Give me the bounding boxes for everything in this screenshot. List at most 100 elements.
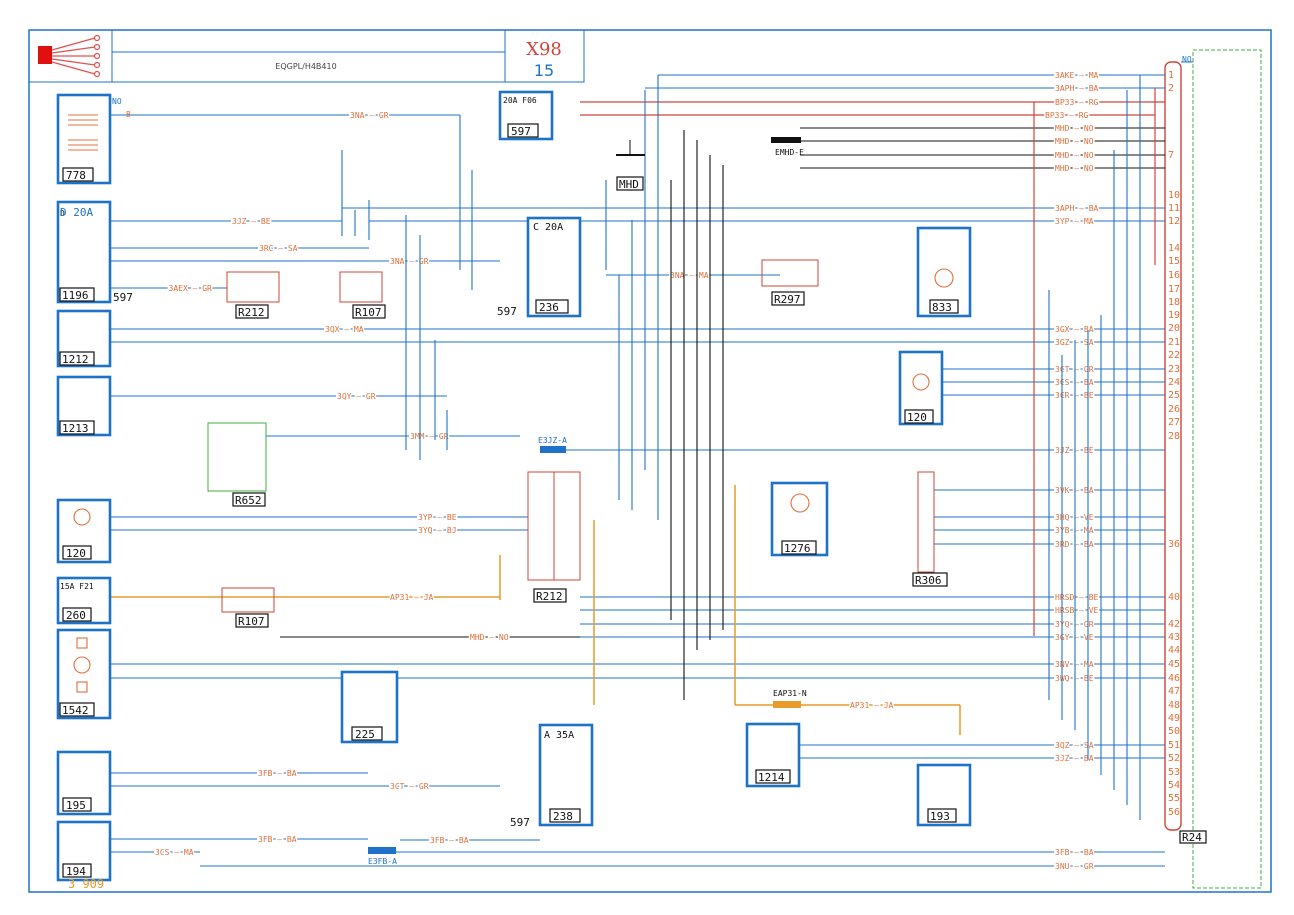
svg-text:1212: 1212 — [62, 353, 89, 366]
svg-text:1542: 1542 — [62, 704, 89, 717]
wire-code: 3CS — MA — [155, 848, 194, 857]
svg-text:1213: 1213 — [62, 422, 89, 435]
r24-pin: 56 — [1168, 807, 1180, 818]
svg-text:778: 778 — [66, 169, 86, 182]
r24-pin: 14 — [1168, 243, 1180, 254]
svg-text:R212: R212 — [238, 306, 265, 319]
title-block: EQGPL/H4B410 X98 15 — [28, 29, 585, 83]
component-236: C 20A 236 597 — [497, 216, 582, 318]
r24-pin: 18 — [1168, 297, 1180, 308]
component-597-top: 20A F06 597 — [498, 90, 554, 141]
wire-code: MHD — NO — [1055, 137, 1094, 146]
wire-code: BP33 — RG — [1055, 98, 1099, 107]
svg-text:1214: 1214 — [758, 771, 785, 784]
svg-text:1276: 1276 — [784, 542, 811, 555]
diagram-code: X98 — [526, 39, 562, 60]
svg-text:MHD: MHD — [619, 178, 639, 191]
splice-eap31: EAP31-N — [773, 689, 807, 708]
svg-text:238: 238 — [553, 810, 573, 823]
r24-pin: 23 — [1168, 364, 1180, 375]
r24-pin: 1 — [1168, 70, 1174, 81]
component-r306: R306 — [912, 471, 948, 587]
r24-pin: 20 — [1168, 323, 1180, 334]
logo-icon — [38, 46, 52, 64]
svg-text:E3JZ-A: E3JZ-A — [538, 436, 567, 445]
svg-text:A 35A: A 35A — [544, 730, 574, 741]
svg-text:225: 225 — [355, 728, 375, 741]
r24-pin: 21 — [1168, 337, 1180, 348]
component-833: 833 — [916, 226, 972, 318]
svg-text:20A F06: 20A F06 — [503, 96, 537, 105]
svg-text:120: 120 — [66, 547, 86, 560]
svg-text:R297: R297 — [774, 293, 801, 306]
component-r297: R297 — [761, 259, 819, 306]
component-120-left: 120 — [56, 498, 112, 564]
component-225: 225 — [340, 670, 399, 744]
r24-pin: 49 — [1168, 713, 1180, 724]
r24-pin: 24 — [1168, 377, 1180, 388]
wire-code: 3GZ — SA — [1055, 338, 1094, 347]
svg-text:597: 597 — [497, 305, 517, 318]
wire-code: 3QZ — SA — [1055, 741, 1094, 750]
r24-pin: 12 — [1168, 216, 1180, 227]
wire-code: 3JZ — BA — [1055, 754, 1094, 763]
wire-bundle — [341, 75, 1156, 820]
svg-text:D: D — [60, 209, 65, 218]
wire-code: 3YP — MA — [1055, 217, 1094, 226]
svg-text:D 20A: D 20A — [60, 206, 93, 219]
wire-code: AP31 — JA — [390, 593, 434, 602]
svg-text:193: 193 — [930, 810, 950, 823]
r24-pin: 54 — [1168, 780, 1180, 791]
wire-code: 3FB — BA — [258, 835, 297, 844]
wire-code: 3YB — MA — [1055, 526, 1094, 535]
doc-reference: EQGPL/H4B410 — [275, 62, 336, 71]
r24-pin: 19 — [1168, 310, 1180, 321]
r24-pin: 40 — [1168, 592, 1180, 603]
r24-pin: 53 — [1168, 767, 1180, 778]
r24-pin: 42 — [1168, 619, 1180, 630]
svg-text:NO: NO — [1182, 55, 1192, 64]
component-1213: 1213 — [56, 375, 112, 437]
r24-pin: 22 — [1168, 350, 1180, 361]
ground-mhd: MHD — [616, 140, 645, 191]
component-238: A 35A 238 597 — [510, 723, 594, 829]
svg-text:195: 195 — [66, 799, 86, 812]
splice-e3jz: E3JZ-A — [538, 436, 567, 453]
r24-pin: 36 — [1168, 539, 1180, 550]
component-120-right: 120 — [898, 350, 944, 426]
component-1196: DD 20A 1196 597 — [56, 200, 133, 304]
wire-code: 3AKE — MA — [1055, 71, 1099, 80]
wire-code: 3VK — BA — [1055, 486, 1094, 495]
svg-text:R107: R107 — [355, 306, 382, 319]
r24-pin: 15 — [1168, 256, 1180, 267]
r24-pin: 25 — [1168, 390, 1180, 401]
wire-code: 3CT — GR — [390, 782, 429, 791]
page-frame — [28, 29, 1272, 893]
r24-pin: 52 — [1168, 753, 1180, 764]
wire-code: 3FB — BA — [1055, 848, 1094, 857]
wire-code: 3QY — GR — [337, 392, 376, 401]
component-1542: 1542 — [56, 628, 112, 720]
component-1276: 1276 — [770, 481, 829, 557]
wire-code: 3AEX — GR — [169, 284, 213, 293]
component-778: NOB 778 — [56, 93, 131, 185]
splice-emhd: EMHD-E — [771, 137, 804, 157]
wire-code: MHD — NO — [1055, 151, 1094, 160]
r24-pin: 45 — [1168, 659, 1180, 670]
r24-pin: 26 — [1168, 404, 1180, 415]
svg-text:B: B — [126, 110, 131, 119]
svg-text:E3FB-A: E3FB-A — [368, 857, 397, 866]
r24-pin: 28 — [1168, 431, 1180, 442]
svg-text:120: 120 — [907, 411, 927, 424]
component-1214: 1214 — [745, 722, 801, 788]
svg-text:194: 194 — [66, 865, 86, 878]
r24-pin: 2 — [1168, 83, 1174, 94]
wire-code: 3NV — MA — [1055, 660, 1094, 669]
wire-code: 3JZ — BE — [232, 217, 271, 226]
svg-text:236: 236 — [539, 301, 559, 314]
component-r107-bottom: R107 — [221, 587, 275, 628]
wire-code: MHD — NO — [1055, 164, 1094, 173]
r24-pin: 51 — [1168, 740, 1180, 751]
component-1212: 1212 — [56, 309, 112, 368]
